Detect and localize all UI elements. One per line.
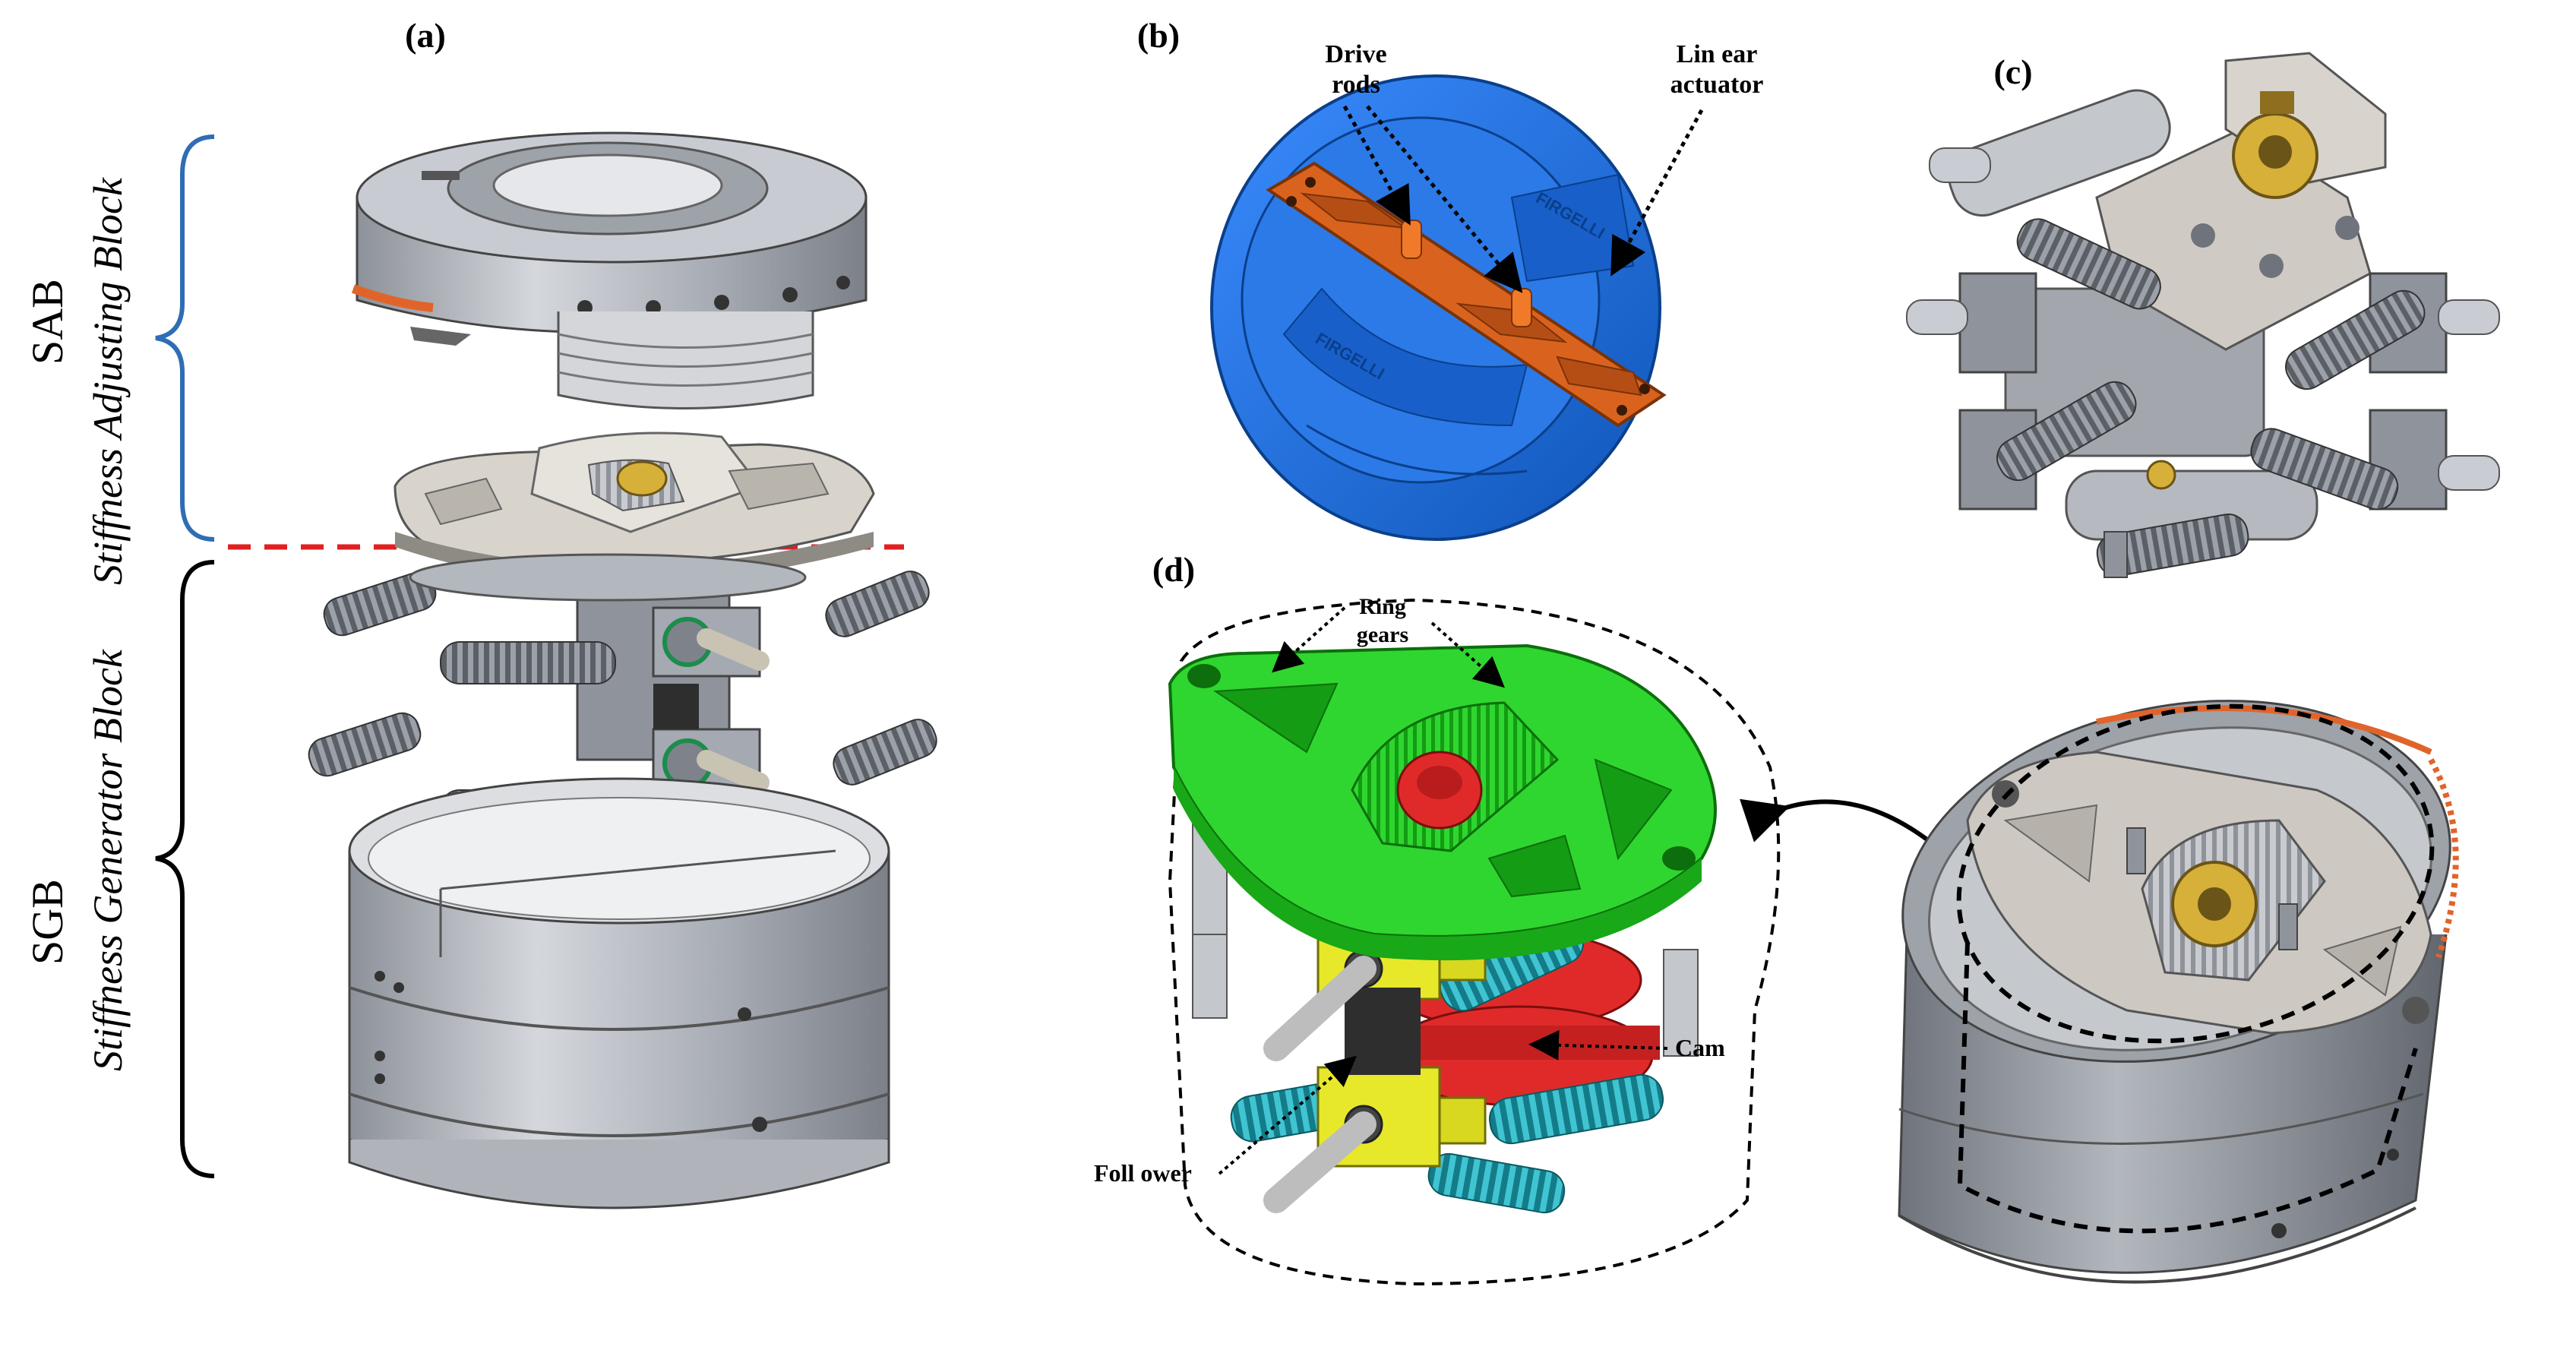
ring-gears-callout: Ring gears (1272, 594, 1505, 688)
assembled-dashed-outline (1956, 703, 2435, 1234)
cam-label: Cam (1675, 1034, 1725, 1061)
panel-d-label: (d) (1152, 550, 1195, 589)
sgb-brace (155, 560, 215, 1178)
sab-brace (155, 134, 215, 542)
sgb-assembly-view (1906, 52, 2500, 578)
follower-label: Foll ower (1094, 1159, 1192, 1187)
sab-cylinder (351, 131, 868, 409)
sgb-full-text: Stiffness Generator Block (85, 649, 131, 1071)
ring-gear-plate (1168, 643, 1717, 961)
ring-gears-label-line1: Ring (1359, 594, 1406, 619)
linear-actuator-callout: Lin ear actuator (1610, 40, 1764, 277)
panel-c-label: (c) (1993, 52, 2032, 91)
linear-actuator-label-line2: actuator (1670, 71, 1764, 99)
linear-actuator-label-line1: Lin ear (1677, 40, 1758, 68)
panel-b-label: (b) (1137, 16, 1180, 55)
drive-rods-callout: Drive rods (1325, 40, 1523, 293)
sab-abbrev-text: SAB (23, 279, 72, 365)
detail-dashed-boundary (1168, 598, 1781, 1286)
panel-a-label: (a) (405, 16, 446, 55)
colored-mechanism (1168, 643, 1717, 1214)
panel-b: (b) FIRGELLI FIRGELLI Drive rods (1137, 16, 1764, 541)
actuator-housing: FIRGELLI FIRGELLI (1210, 74, 1661, 541)
panel-c: (c) (1906, 52, 2500, 578)
drive-rods-label-line2: rods (1332, 71, 1380, 99)
actuator-orange-plate (1266, 161, 1667, 428)
panel-d: (d) (1094, 550, 1996, 1286)
sgb-abbrev-text: SGB (23, 879, 72, 965)
panel-a: (a) SAB Stiffness Adjusting Block SGB St… (23, 16, 937, 1209)
sgb-side-label: SGB Stiffness Generator Block (23, 649, 131, 1071)
follower-callout: Foll ower (1094, 1055, 1358, 1187)
drive-rods-label-line1: Drive (1325, 40, 1386, 68)
assembled-view (1898, 700, 2459, 1284)
sab-side-label: SAB Stiffness Adjusting Block (23, 177, 131, 585)
drive-rod-1 (1401, 220, 1422, 259)
cam-callout: Cam (1528, 1029, 1725, 1061)
sgb-cylinder (348, 777, 890, 1209)
ring-gears-label-line2: gears (1357, 622, 1408, 647)
drive-rod-2 (1511, 288, 1532, 327)
sgb-mechanism (308, 553, 937, 833)
sab-full-text: Stiffness Adjusting Block (85, 177, 131, 585)
